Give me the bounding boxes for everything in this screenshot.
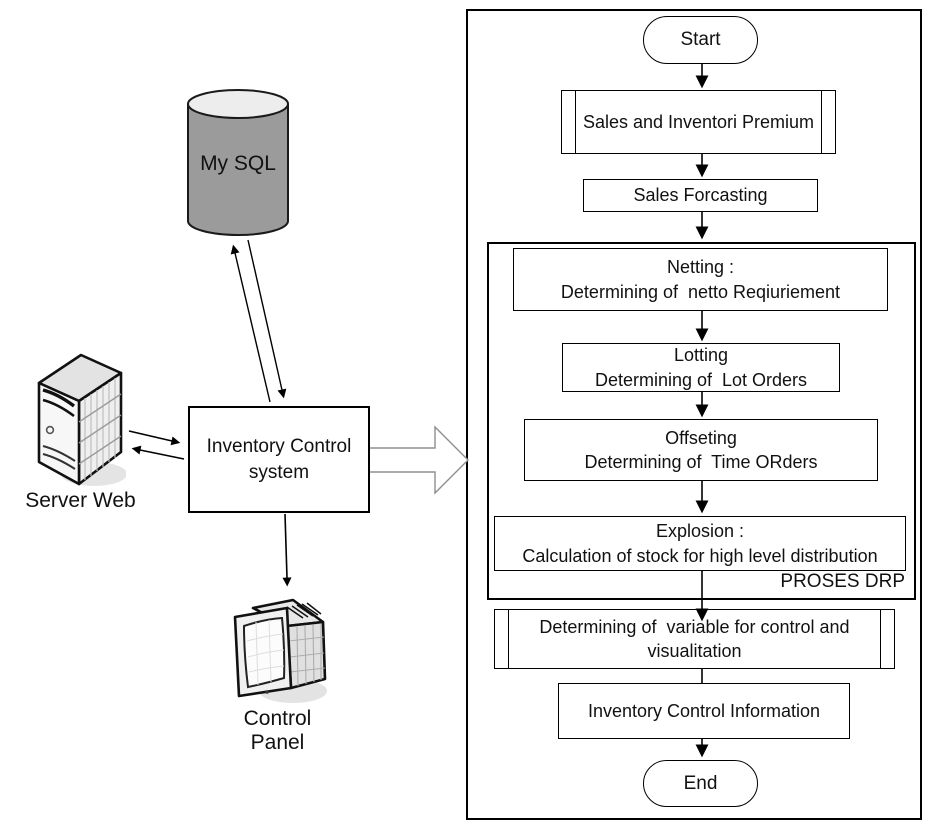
predefined-bar-right: [880, 610, 881, 668]
determining-label: Determining of variable for control and …: [539, 616, 855, 661]
start-label: Start: [680, 29, 721, 51]
database-cylinder-icon: [186, 88, 290, 237]
arrow-system-to-control-panel: [282, 513, 292, 587]
arrow-server-to-system: [128, 430, 181, 446]
inventory-system-line2: system: [248, 461, 310, 483]
sales-premium-label: Sales and Inventori Premium: [582, 111, 815, 132]
lotting-line2: Determining of Lot Orders: [594, 369, 808, 390]
proses-drp-label: PROSES DRP: [780, 571, 905, 592]
flowchart-panel: [466, 9, 922, 820]
end-label: End: [683, 772, 718, 794]
arrow-system-to-database: [230, 244, 271, 403]
predefined-bar-left: [508, 610, 509, 668]
offseting-line1: Offseting: [665, 427, 737, 448]
node-sales-premium: Sales and Inventori Premium: [561, 90, 836, 154]
mysql-label: My SQL: [200, 152, 276, 175]
node-start: Start: [643, 16, 758, 64]
offseting-line2: Determining of Time ORders: [584, 452, 818, 472]
inventory-info-label: Inventory Control Information: [587, 700, 821, 721]
netting-line1: Netting :: [666, 257, 735, 278]
lotting-line1: Lotting: [673, 345, 729, 366]
node-end: End: [643, 760, 758, 807]
inventory-system-box: Inventory Control system: [188, 406, 370, 513]
arrow-database-to-system: [247, 239, 287, 399]
node-netting: Netting : Determining of netto Reqiuriem…: [513, 248, 888, 311]
server-label: Server Web: [25, 489, 136, 512]
explosion-line2: Calculation of stock for high level dist…: [522, 545, 878, 566]
explosion-line1: Explosion :: [655, 521, 745, 542]
block-arrow-system-to-flowchart: [370, 425, 469, 495]
node-sales-forecasting: Sales Forcasting: [583, 179, 818, 212]
node-explosion: Explosion : Calculation of stock for hig…: [494, 516, 906, 571]
control-panel-monitor-icon: [225, 595, 329, 705]
arrow-system-to-server: [131, 445, 185, 460]
predefined-bar-left: [575, 91, 576, 153]
netting-line2: Determining of netto Reqiuriement: [560, 281, 841, 302]
inventory-system-line1: Inventory Control: [206, 436, 352, 458]
node-inventory-info: Inventory Control Information: [558, 683, 850, 739]
sales-forecasting-label: Sales Forcasting: [633, 185, 768, 206]
node-offseting: Offseting Determining of Time ORders: [524, 419, 878, 481]
node-lotting: Lotting Determining of Lot Orders: [562, 343, 840, 392]
control-panel-label: Control Panel: [243, 707, 312, 754]
predefined-bar-right: [821, 91, 822, 153]
node-determining: Determining of variable for control and …: [494, 609, 895, 669]
web-server-icon: [34, 350, 126, 490]
